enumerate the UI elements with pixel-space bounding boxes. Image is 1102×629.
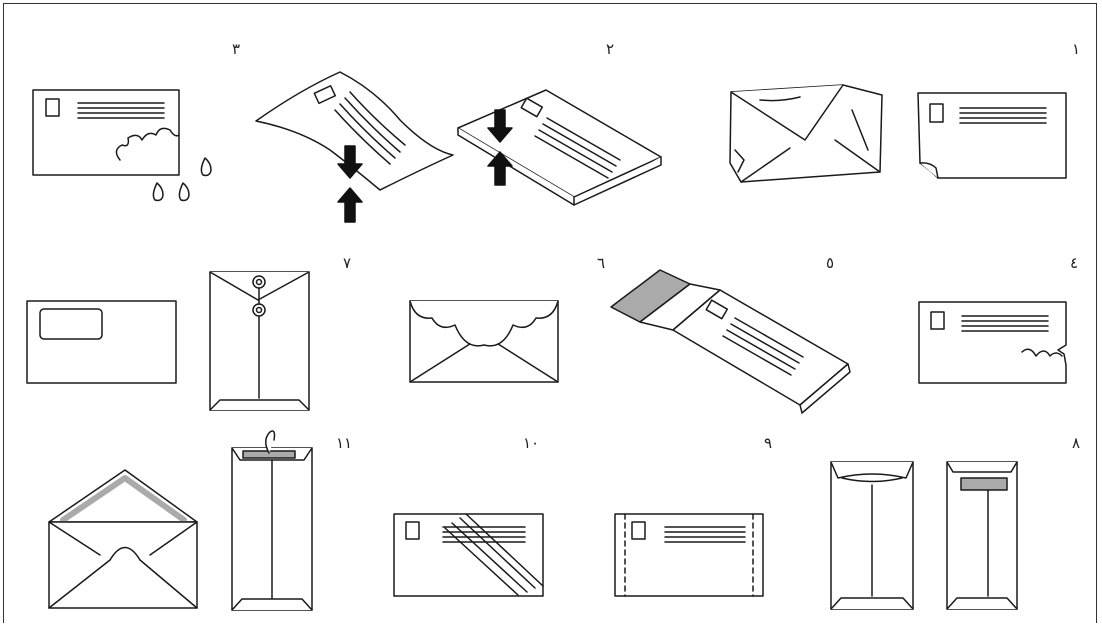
envelope-curled-corner: [917, 92, 1067, 179]
envelope-pull-tab: [231, 430, 313, 611]
envelope-too-thick: [457, 89, 662, 206]
label-2: ٢: [606, 40, 615, 58]
envelope-gummed-flap: [830, 461, 914, 610]
envelope-open-flap: [48, 469, 198, 609]
label-8: ٨: [1072, 434, 1081, 452]
envelope-creased: [393, 513, 544, 597]
label-1: ١: [1072, 40, 1081, 58]
envelope-torn: [918, 301, 1067, 384]
label-3: ٣: [232, 40, 241, 58]
envelope-wet: [32, 89, 212, 202]
label-9: ٩: [764, 434, 773, 452]
envelope-crumpled: [729, 84, 883, 183]
label-4: ٤: [1070, 254, 1079, 272]
label-5: ٥: [826, 254, 835, 272]
envelope-string-tie: [209, 271, 310, 411]
label-6: ٦: [597, 254, 606, 272]
label-10: ١٠: [523, 434, 540, 452]
envelope-adhesive-flap: [610, 269, 851, 414]
label-11: ١١: [336, 434, 353, 452]
envelope-perforated-edges: [614, 513, 764, 597]
envelope-window: [26, 300, 177, 384]
envelope-tape-strip: [946, 461, 1018, 610]
label-7: ٧: [343, 254, 352, 272]
diagram-frame: [3, 3, 1097, 623]
envelope-warped: [255, 71, 454, 223]
envelope-decorative-flap: [409, 300, 559, 383]
